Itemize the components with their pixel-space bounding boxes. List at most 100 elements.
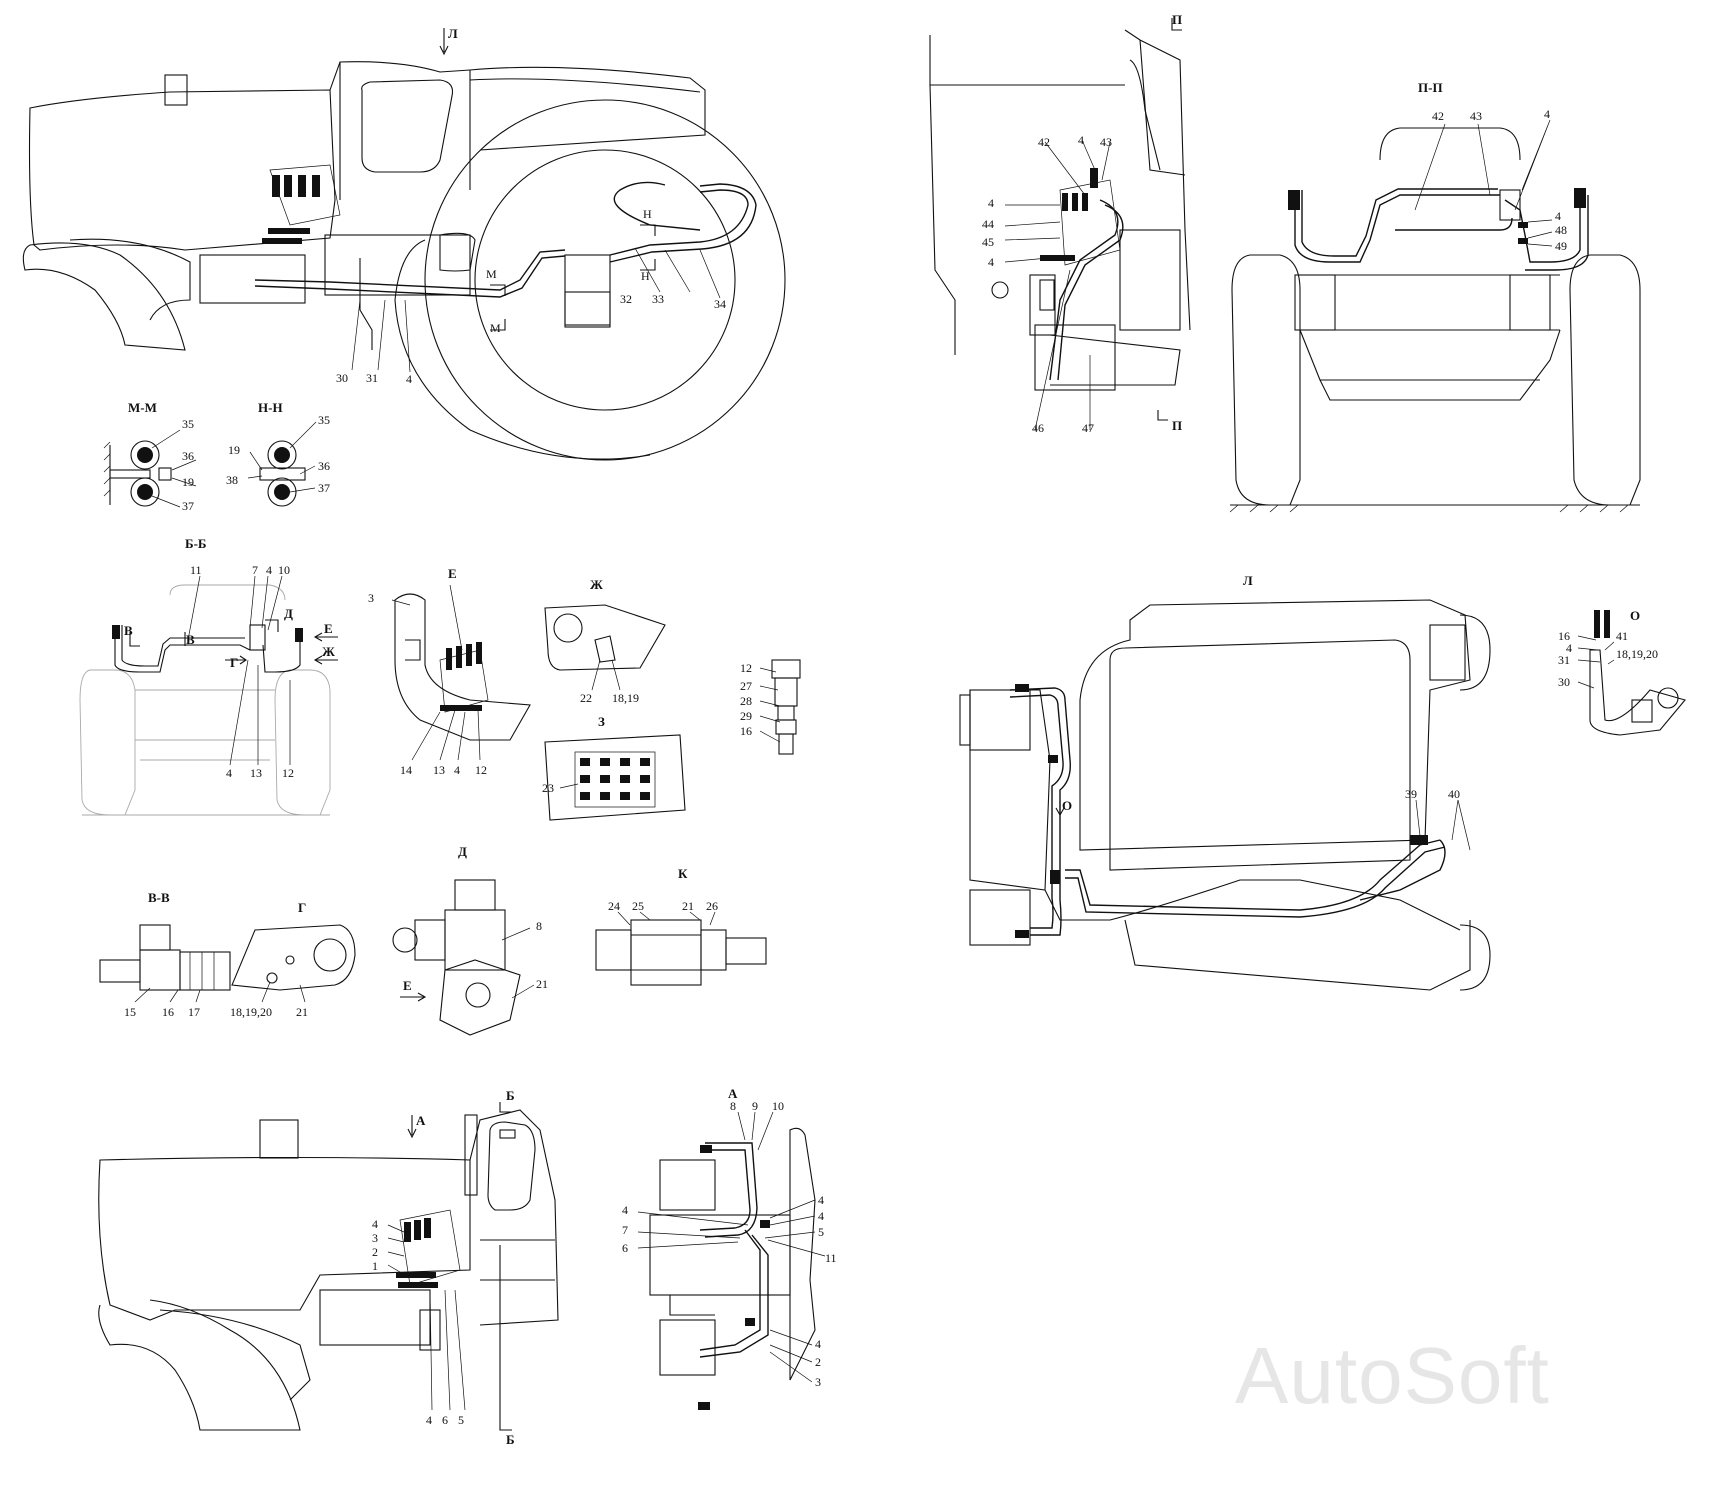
callout: 4 — [815, 1337, 821, 1351]
callout: 33 — [652, 292, 664, 306]
callout: 25 — [632, 899, 644, 913]
callout: 46 — [1032, 421, 1044, 435]
callout: 15 — [124, 1005, 136, 1019]
callout: 4 — [818, 1193, 824, 1207]
callout: 2 — [372, 1245, 378, 1259]
callout: 41 — [1616, 629, 1628, 643]
callout: 44 — [982, 217, 994, 231]
view-title: А — [728, 1086, 738, 1101]
section-mark: Ж — [322, 644, 335, 659]
callout: 43 — [1470, 109, 1482, 123]
callout: 16 — [740, 724, 752, 738]
section-mark: Н — [641, 269, 650, 283]
section-mark: М — [486, 267, 497, 281]
callout: 4 — [226, 766, 232, 780]
callout: 10 — [278, 563, 290, 577]
view-l: Л О 39 40 — [959, 573, 1491, 991]
callout: 3 — [815, 1375, 821, 1389]
view-a: А 8 9 10 4 7 6 4 4 5 11 4 2 3 — [622, 1086, 837, 1410]
view-z: З 23 — [542, 714, 686, 821]
section-mark: М — [490, 321, 501, 335]
icon-grid — [580, 758, 650, 800]
callout: 7 — [252, 563, 258, 577]
view-g: Г 18,19,20 21 — [230, 900, 356, 1019]
callout: 4 — [454, 763, 460, 777]
callout: 30 — [336, 371, 348, 385]
callout: 27 — [740, 679, 752, 693]
callout: 4 — [1555, 209, 1561, 223]
callout: 36 — [318, 459, 330, 473]
callout: 21 — [296, 1005, 308, 1019]
view-o: О 16 4 31 30 41 18,19,20 — [1558, 608, 1686, 736]
view-d: Д 8 21 Е — [392, 844, 548, 1036]
callout: 12 — [740, 661, 752, 675]
callout: 30 — [1558, 675, 1570, 689]
watermark: AutoSoft — [1235, 1331, 1550, 1420]
callout: 4 — [818, 1209, 824, 1223]
section-mark: А — [416, 1113, 426, 1128]
section-mark: Б — [506, 1432, 515, 1447]
view-title: В-В — [148, 890, 170, 905]
callout: 22 — [580, 691, 592, 705]
view-title: Н-Н — [258, 400, 283, 415]
section-mark: Г — [230, 655, 238, 670]
section-mark: Е — [324, 621, 333, 636]
callout: 13 — [433, 763, 445, 777]
callout: 31 — [366, 371, 378, 385]
callout: 18,19,20 — [230, 1005, 272, 1019]
callout: 21 — [536, 977, 548, 991]
section-mark: В — [186, 632, 195, 647]
callout: 5 — [458, 1413, 464, 1427]
view-title: К — [678, 866, 688, 881]
callout: 14 — [400, 763, 412, 777]
callout: 42 — [1432, 109, 1444, 123]
callout: 23 — [542, 781, 554, 795]
view-e: Е 3 14 13 4 12 — [368, 566, 531, 777]
section-mark: П — [1172, 418, 1182, 433]
section-nn: Н-Н 35 19 38 36 37 — [226, 400, 330, 507]
callout: 13 — [250, 766, 262, 780]
view-title: З — [598, 714, 605, 729]
view-vv: В-В 15 16 17 — [99, 890, 231, 1019]
callout: 43 — [1100, 135, 1112, 149]
callout: 19 — [228, 443, 240, 457]
callout: 2 — [815, 1355, 821, 1369]
callout: 21 — [682, 899, 694, 913]
callout: 5 — [818, 1225, 824, 1239]
callout: 38 — [226, 473, 238, 487]
callout: 37 — [318, 481, 330, 495]
callout: 18,19,20 — [1616, 647, 1658, 661]
callout: 4 — [1544, 107, 1550, 121]
view-pp: П-П 42 43 4 4 48 49 — [1229, 80, 1641, 513]
callout: 16 — [1558, 629, 1570, 643]
callout: 9 — [752, 1099, 758, 1113]
callout: 12 — [282, 766, 294, 780]
callout: 24 — [608, 899, 620, 913]
section-mark: Б — [506, 1088, 515, 1103]
callout: 7 — [622, 1223, 628, 1237]
section-mm: М-М 35 36 19 37 — [103, 400, 197, 513]
section-mark: В — [124, 623, 133, 638]
view-title: П-П — [1418, 80, 1443, 95]
callout: 10 — [772, 1099, 784, 1113]
view-title: М-М — [128, 400, 157, 415]
callout: 1 — [372, 1259, 378, 1273]
callout: 11 — [825, 1251, 837, 1265]
section-mark: Н — [643, 207, 652, 221]
view-k: К 24 25 21 26 — [595, 866, 767, 986]
view-title: Л — [1243, 573, 1253, 588]
view-title: Е — [448, 566, 457, 581]
callout: 4 — [988, 255, 994, 269]
callout: 4 — [1078, 133, 1084, 147]
view-side-p: П П 42 4 43 4 44 45 4 46 47 — [929, 12, 1191, 435]
callout: 47 — [1082, 421, 1094, 435]
section-mark: Д — [284, 606, 293, 621]
callout: 35 — [318, 413, 330, 427]
callout: 28 — [740, 694, 752, 708]
view-side-top-left — [22, 28, 786, 461]
callouts-top-left: Л М М Н Н 30 31 4 32 33 34 — [336, 26, 726, 386]
callout: 32 — [620, 292, 632, 306]
callout: 36 — [182, 449, 194, 463]
view-bb: Б-Б В В Г Д Е Ж 11 7 4 10 4 13 12 — [79, 536, 338, 816]
callout: 26 — [706, 899, 718, 913]
